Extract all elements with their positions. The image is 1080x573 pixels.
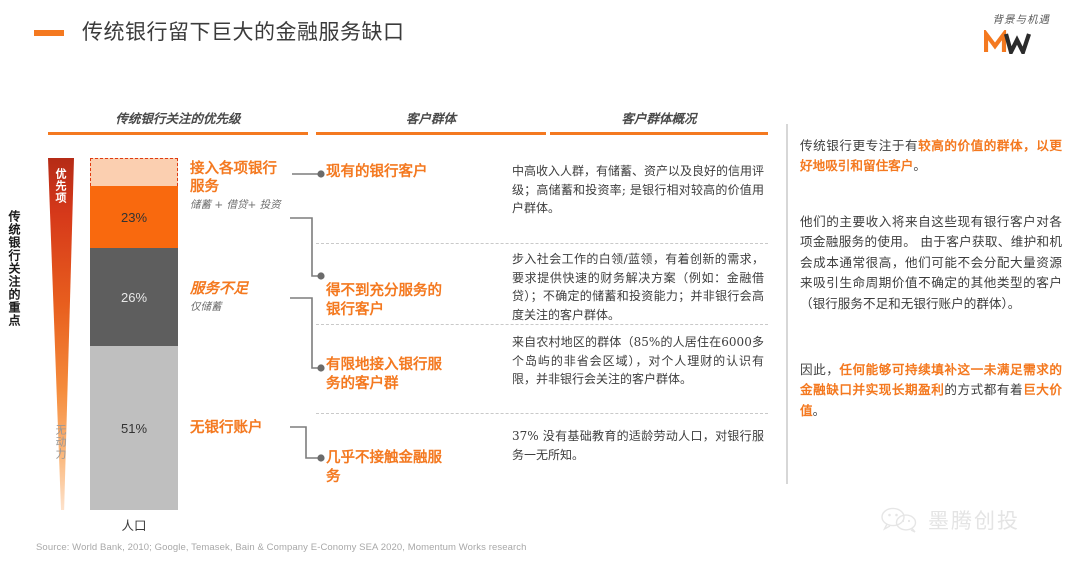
row-divider-3	[316, 413, 768, 414]
bar-segment-unbanked: 51%	[90, 346, 178, 510]
priority-gradient-triangle	[48, 158, 74, 510]
bar-label-banked-line2: 服务	[190, 178, 219, 196]
column-header-3-rule	[550, 132, 768, 135]
column-header-1: 传统银行关注的优先级	[48, 108, 308, 135]
priority-top-label: 优先项	[54, 168, 66, 204]
description-limited: 来自农村地区的群体（85%的人居住在6000多个岛屿的非省会区域），对个人理财的…	[512, 335, 764, 387]
title-accent-bar	[34, 30, 64, 36]
bar-segment-underbanked: 26%	[90, 248, 178, 346]
sidebar-paragraph-3: 因此，任何能够可持续填补这一未满足需求的金融缺口并实现长期盈利的方式都有着巨大价…	[800, 360, 1062, 421]
bar-segment-banked: 23%	[90, 186, 178, 248]
segment-name-existing: 现有的银行客户	[326, 163, 506, 182]
bar-label-unbanked-line1: 无银行账户	[190, 419, 263, 436]
bar-label-banked: 接入各项银行 服务 储蓄 + 借贷+ 投资	[190, 160, 281, 212]
segment-name-nofinance-text: 几乎不接触金融服 务	[326, 448, 442, 485]
wechat-watermark: 墨腾创投	[880, 505, 1020, 535]
bar-segment-unbanked-value: 51%	[120, 420, 148, 436]
bar-label-banked-sub: 储蓄 + 借贷+ 投资	[190, 199, 281, 212]
column-header-3-label: 客户群体概况	[621, 111, 697, 126]
source-note: Source: World Bank, 2010; Google, Temase…	[36, 542, 527, 553]
bar-label-underbanked-sub: 仅储蓄	[190, 301, 222, 314]
segment-name-nofinance: 几乎不接触金融服 务	[326, 430, 512, 487]
priority-bottom-label: 无动力	[54, 424, 66, 460]
segment-name-underserved-text: 得不到充分服务的 银行客户	[326, 281, 442, 318]
segment-name-underserved: 得不到充分服务的 银行客户	[326, 263, 512, 320]
mw-logo-icon	[984, 30, 1031, 54]
sidebar-p2-text: 他们的主要收入将来自这些现有银行客户对各项金融服务的使用。 由于客户获取、维护和…	[800, 214, 1062, 311]
sidebar-p1-text1: 传统银行更专注于有	[800, 138, 919, 153]
column-header-2: 客户群体	[316, 108, 546, 135]
bar-label-underbanked: 服务不足 仅储蓄	[190, 280, 248, 314]
wechat-icon	[881, 507, 917, 533]
bar-label-unbanked: 无银行账户	[190, 419, 263, 437]
sidebar-p3-text3: 。	[812, 402, 826, 418]
chart-y-axis-label: 传统银行关注的重点	[7, 210, 21, 327]
slide-header: 传统银行留下巨大的金融服务缺口	[34, 18, 734, 52]
column-header-1-label: 传统银行关注的优先级	[115, 111, 241, 126]
sidebar-p3-highlight2: 巨大价值	[800, 382, 1063, 418]
bar-segment-underbanked-value: 26%	[120, 289, 148, 305]
bar-segment-banked-value: 23%	[120, 209, 148, 225]
stacked-bar-chart: 23% 26% 51%	[90, 158, 178, 510]
row-divider-2	[316, 324, 768, 325]
row-divider-1	[316, 243, 768, 244]
bar-label-underbanked-line1: 服务不足	[190, 280, 248, 297]
segment-name-existing-text: 现有的银行客户	[326, 163, 428, 180]
sidebar-p3-highlight1: 任何能够可持续填补这一未满足需求的金融缺口并实现长期盈利	[800, 362, 1063, 398]
sidebar-p1-highlight1: 较高的价值的群体，以更好地吸引和留住客户	[800, 138, 1063, 174]
section-kicker: 背景与机遇	[992, 14, 1050, 26]
description-nofinance: 37% 没有基础教育的适龄劳动人口，对银行服务一无所知。	[512, 429, 764, 462]
sidebar-p3-text1: 因此，	[800, 362, 840, 377]
column-header-1-rule	[48, 132, 308, 135]
description-underserved: 步入社会工作的白领/蓝领，有着创新的需求，要求提供快速的财务解决方案（例如：金融…	[512, 252, 764, 322]
column-header-3: 客户群体概况	[550, 108, 768, 135]
bar-segment-top-gap	[90, 158, 178, 186]
sidebar-p1-text2: 。	[913, 158, 926, 174]
bar-label-banked-line1: 接入各项银行	[190, 160, 277, 177]
column-header-2-label: 客户群体	[405, 111, 456, 126]
column-header-2-rule	[316, 132, 546, 135]
segment-name-limited-text: 有限地接入银行服 务的客户群	[326, 355, 442, 392]
sidebar-divider	[786, 124, 788, 484]
sidebar-paragraph-1: 传统银行更专注于有较高的价值的群体，以更好地吸引和留住客户。	[800, 136, 1062, 177]
watermark-text: 墨腾创投	[928, 510, 1020, 533]
sidebar-paragraph-2: 他们的主要收入将来自这些现有银行客户对各项金融服务的使用。 由于客户获取、维护和…	[800, 212, 1062, 314]
description-existing: 中高收入人群，有储蓄、资产以及良好的信用评级；高储蓄和投资率; 是银行相对较高的…	[512, 164, 765, 216]
chart-x-axis-label: 人口	[121, 518, 147, 533]
segment-name-limited: 有限地接入银行服 务的客户群	[326, 337, 512, 394]
sidebar-p3-text2: 的方式都有着	[944, 382, 1024, 398]
page-title: 传统银行留下巨大的金融服务缺口	[82, 20, 405, 44]
